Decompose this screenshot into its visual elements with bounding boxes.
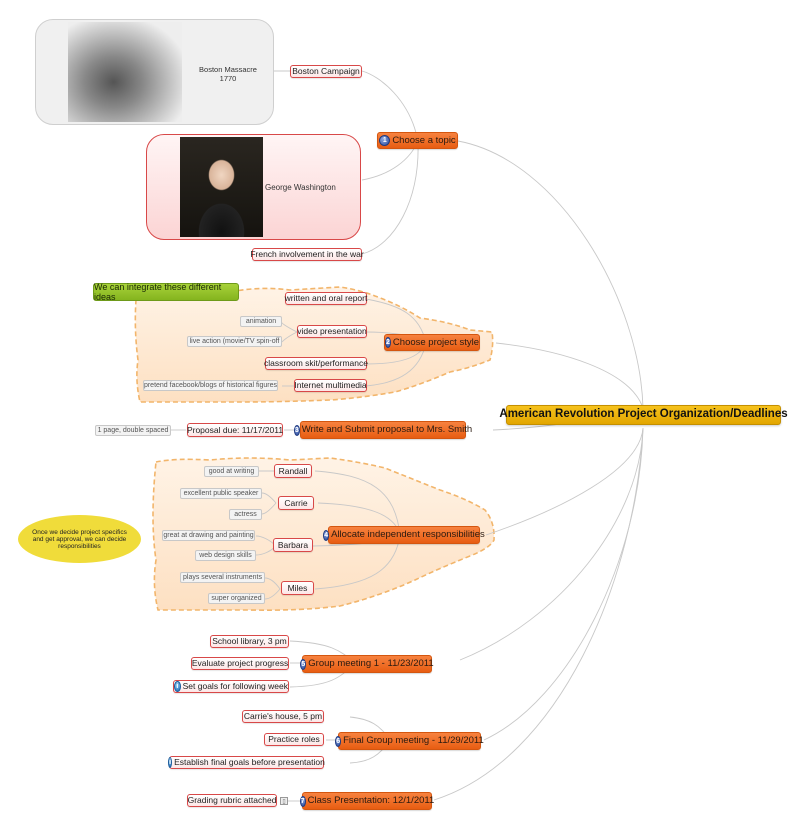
subtopic-barbara[interactable]: Barbara <box>273 538 313 552</box>
subtopic-proposal-due[interactable]: Proposal due: 11/17/2011 <box>187 423 283 437</box>
leaf-good-at-writing[interactable]: good at writing <box>204 466 259 477</box>
engraving-image <box>68 22 182 122</box>
subtopic-written-oral-report[interactable]: written and oral report <box>284 292 368 305</box>
info-icon: i <box>174 681 181 692</box>
topic-write-submit-proposal[interactable]: 3 Write and Submit proposal to Mrs. Smit… <box>293 421 472 439</box>
topic-label: Class Presentation: 12/1/2011 <box>307 795 435 807</box>
topic-group-meeting-1[interactable]: 5 Group meeting 1 - 11/23/2011 <box>300 655 434 673</box>
priority-7-icon: 7 <box>299 795 306 807</box>
topic-label: Choose project style <box>392 336 479 348</box>
topic-label: Group meeting 1 - 11/23/2011 <box>308 658 434 670</box>
leaf-facebook-blogs[interactable]: pretend facebook/blogs of historical fig… <box>143 380 278 391</box>
topic-label: Final Group meeting - 11/29/2011 <box>343 735 484 747</box>
priority-1-icon: 1 <box>379 135 391 146</box>
priority-6-icon: 6 <box>335 735 342 747</box>
portrait-image <box>180 137 263 237</box>
note-decide-responsibilities[interactable]: Once we decide project specifics and get… <box>18 515 141 563</box>
leaf-excellent-public-speaker[interactable]: excellent public speaker <box>180 488 262 499</box>
priority-4-icon: 4 <box>323 529 330 541</box>
subtopic-video-presentation[interactable]: video presentation <box>297 325 367 338</box>
subtopic-establish-final-goals[interactable]: i Establish final goals before presentat… <box>168 756 325 769</box>
leaf-super-organized[interactable]: super organized <box>208 593 265 604</box>
subtopic-classroom-skit[interactable]: classroom skit/performance <box>264 357 368 370</box>
document-attachment-icon[interactable]: ▯ <box>280 797 288 805</box>
subtopic-boston-campaign[interactable]: Boston Campaign <box>290 65 362 78</box>
subtopic-carrie[interactable]: Carrie <box>278 496 314 510</box>
image-caption-year: 1770 <box>219 74 237 83</box>
subtopic-randall[interactable]: Randall <box>274 464 312 478</box>
subtopic-set-goals[interactable]: i Set goals for following week <box>173 680 289 693</box>
subtopic-carries-house[interactable]: Carrie's house, 5 pm <box>242 710 324 723</box>
leaf-live-action[interactable]: live action (movie/TV spin-off <box>187 336 282 347</box>
leaf-page-double-spaced[interactable]: 1 page, double spaced <box>95 425 171 436</box>
subtopic-evaluate-progress[interactable]: Evaluate project progress <box>191 657 289 670</box>
topic-choose-a-topic[interactable]: 1 Choose a topic <box>377 132 458 149</box>
info-icon: i <box>168 757 173 768</box>
topic-label: Choose a topic <box>392 134 456 146</box>
subtopic-french-involvement[interactable]: French involvement in the war <box>250 248 364 261</box>
topic-final-group-meeting[interactable]: 6 Final Group meeting - 11/29/2011 <box>335 732 484 750</box>
leaf-animation[interactable]: animation <box>240 316 282 327</box>
subtopic-label: Set goals for following week <box>182 681 288 692</box>
priority-3-icon: 3 <box>293 424 300 436</box>
image-caption-title: Boston Massacre <box>199 65 257 74</box>
boundary-project-style <box>134 286 494 403</box>
subtopic-grading-rubric[interactable]: Grading rubric attached <box>187 794 277 807</box>
subtopic-label: Establish final goals before presentatio… <box>174 757 325 768</box>
george-washington-label: George Washington <box>265 183 336 192</box>
leaf-actress[interactable]: actress <box>229 509 262 520</box>
leaf-web-design-skills[interactable]: web design skills <box>195 550 256 561</box>
leaf-great-at-drawing[interactable]: great at drawing and painting <box>162 530 255 541</box>
topic-class-presentation[interactable]: 7 Class Presentation: 12/1/2011 <box>299 792 435 810</box>
topic-allocate-responsibilities[interactable]: 4 Allocate independent responsibilities <box>323 526 485 544</box>
priority-5-icon: 5 <box>300 658 307 670</box>
topic-choose-project-style[interactable]: 2 Choose project style <box>384 334 480 351</box>
boston-massacre-image-node[interactable]: Boston Massacre 1770 <box>35 19 274 125</box>
subtopic-miles[interactable]: Miles <box>281 581 314 595</box>
george-washington-node[interactable]: George Washington <box>146 134 361 240</box>
topic-label: Allocate independent responsibilities <box>331 529 485 541</box>
callout-integrate-ideas[interactable]: We can integrate these different ideas <box>93 282 239 302</box>
leaf-plays-instruments[interactable]: plays several instruments <box>180 572 265 583</box>
subtopic-practice-roles[interactable]: Practice roles <box>264 733 324 746</box>
priority-2-icon: 2 <box>385 337 391 348</box>
subtopic-internet-multimedia[interactable]: Internet multimedia <box>294 379 367 392</box>
subtopic-school-library[interactable]: School library, 3 pm <box>210 635 289 648</box>
topic-label: Write and Submit proposal to Mrs. Smith <box>301 424 473 436</box>
central-topic[interactable]: American Revolution Project Organization… <box>499 405 788 425</box>
